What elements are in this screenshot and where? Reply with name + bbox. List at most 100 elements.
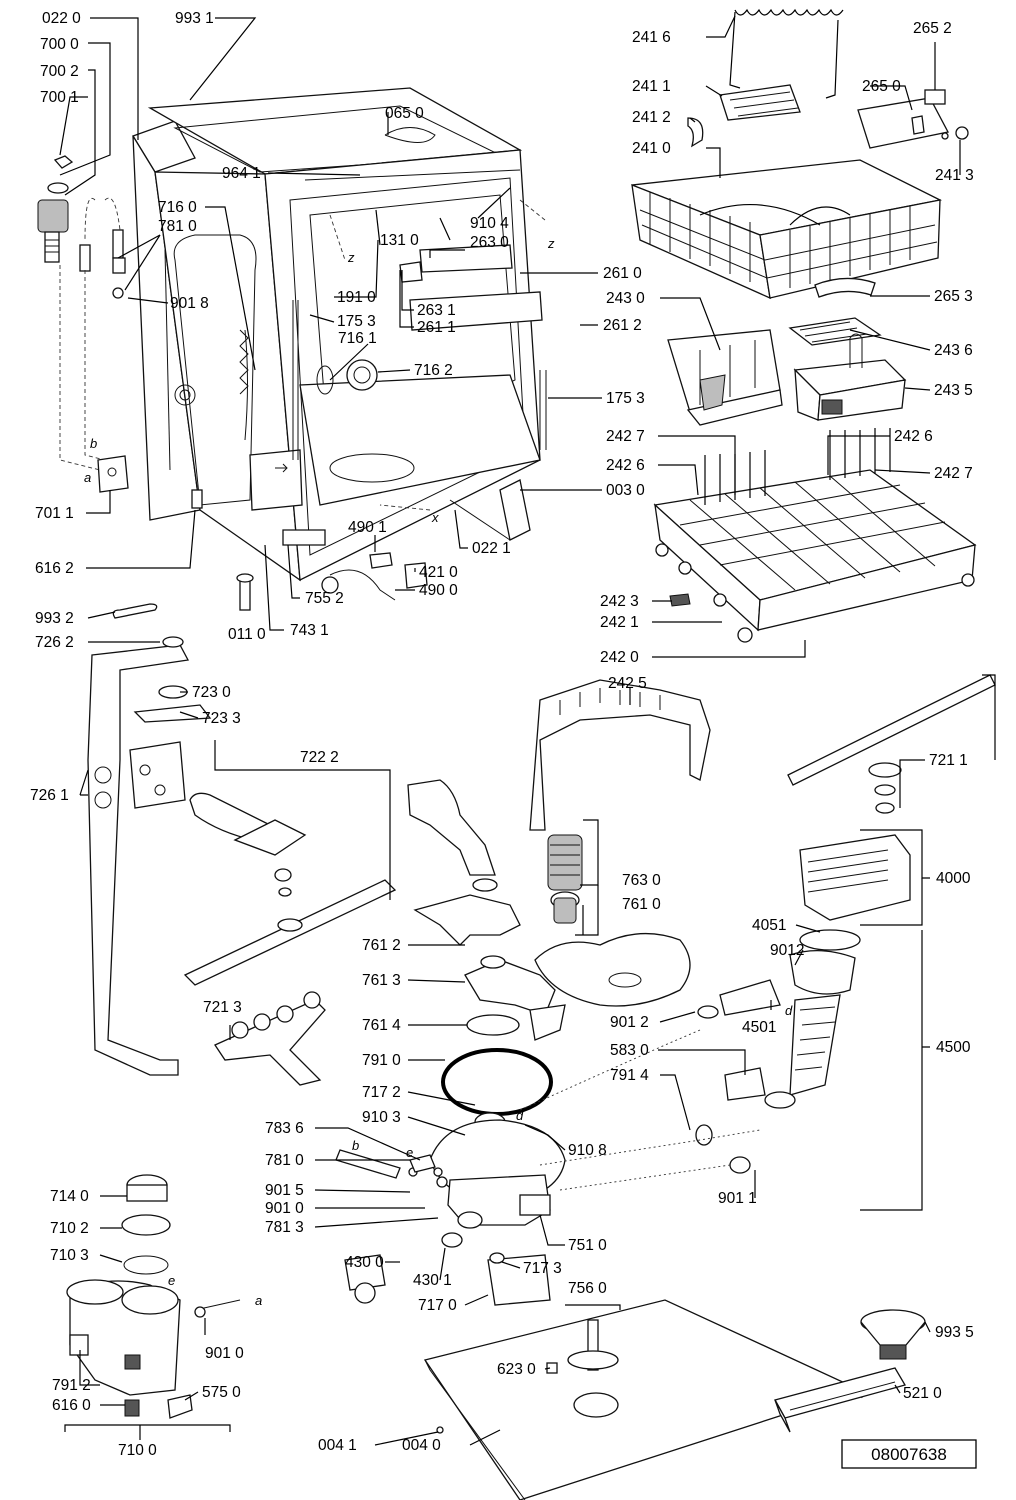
label-717-2: 717 2 (362, 1084, 401, 1101)
label-783-6: 783 6 (265, 1120, 304, 1137)
label-243-5: 243 5 (934, 382, 973, 399)
label-901-1: 901 1 (718, 1190, 757, 1207)
label-4500: 4500 (936, 1039, 971, 1056)
heater-housing-drawing (695, 834, 911, 1174)
lower-basket-drawing (653, 428, 977, 643)
label-003-0: 003 0 (606, 482, 645, 499)
label-716-2: 716 2 (414, 362, 453, 379)
label-755-2: 755 2 (305, 590, 344, 607)
letter-x: x (431, 510, 439, 525)
label-791-2: 791 2 (52, 1377, 91, 1394)
dashed-connectors (329, 199, 761, 1191)
label-242-5: 242 5 (608, 675, 647, 692)
spray-arm-holder-drawing (214, 991, 326, 1086)
label-004-0: 004 0 (402, 1437, 441, 1454)
label-700-2: 700 2 (40, 63, 79, 80)
label-781-3: 781 3 (265, 1219, 304, 1236)
label-265-2: 265 2 (913, 20, 952, 37)
label-065-0: 065 0 (385, 105, 424, 122)
label-242-7-b: 242 7 (934, 465, 973, 482)
label-901-0-b: 901 0 (205, 1345, 244, 1362)
label-131-0: 131 0 (380, 232, 419, 249)
label-241-2: 241 2 (632, 109, 671, 126)
label-700-0: 700 0 (40, 36, 79, 53)
label-901-0: 901 0 (265, 1200, 304, 1217)
label-9012-a: 9012 (770, 942, 804, 959)
salt-container-drawing (66, 1174, 241, 1419)
letter-markers: z z b a x d d b e e a (84, 236, 793, 1308)
label-261-0: 261 0 (603, 265, 642, 282)
label-242-3: 242 3 (600, 593, 639, 610)
label-761-4: 761 4 (362, 1017, 401, 1034)
label-4051: 4051 (752, 917, 786, 934)
label-242-6-a: 242 6 (894, 428, 933, 445)
sump-pump-drawing (335, 1048, 566, 1306)
inlet-valve-drawing (37, 155, 129, 493)
label-623-0: 623 0 (497, 1361, 536, 1378)
letter-d: d (785, 1003, 793, 1018)
label-241-1: 241 1 (632, 78, 671, 95)
label-710-0: 710 0 (118, 1442, 157, 1459)
label-710-2: 710 2 (50, 1220, 89, 1237)
label-265-0: 265 0 (862, 78, 901, 95)
label-191-0: 191 0 (337, 289, 376, 306)
label-717-3: 717 3 (523, 1260, 562, 1277)
label-910-3: 910 3 (362, 1109, 401, 1126)
lower-spray-arm-drawing (787, 674, 996, 814)
label-011-0: 011 0 (228, 626, 266, 643)
water-tube-drawing (407, 679, 711, 876)
label-726-1: 726 1 (30, 787, 69, 804)
upper-basket-drawing (631, 159, 943, 300)
letter-e: e (168, 1273, 175, 1288)
label-901-5: 901 5 (265, 1182, 304, 1199)
label-756-0: 756 0 (568, 1280, 607, 1297)
label-700-1: 700 1 (40, 89, 79, 106)
label-241-0: 241 0 (632, 140, 671, 157)
funnel-and-module-drawing (774, 1309, 926, 1433)
label-761-0: 761 0 (622, 896, 661, 913)
label-901-8: 901 8 (170, 295, 209, 312)
label-781-0: 781 0 (158, 218, 197, 235)
label-261-2: 261 2 (603, 317, 642, 334)
letter-e: e (406, 1145, 413, 1160)
label-993-5: 993 5 (935, 1324, 974, 1341)
label-4000: 4000 (936, 870, 971, 887)
reference-number: 08007638 (871, 1445, 947, 1464)
label-714-0: 714 0 (50, 1188, 89, 1205)
letter-z: z (547, 236, 555, 251)
label-716-0: 716 0 (158, 199, 197, 216)
label-751-0: 751 0 (568, 1237, 607, 1254)
label-723-3: 723 3 (202, 710, 241, 727)
label-726-2: 726 2 (35, 634, 74, 651)
label-616-0: 616 0 (52, 1397, 91, 1414)
small-parts-drawing (112, 489, 428, 619)
label-717-0: 717 0 (418, 1297, 457, 1314)
label-901-2: 901 2 (610, 1014, 649, 1031)
label-910-4: 910 4 (470, 215, 509, 232)
letter-a: a (255, 1293, 262, 1308)
cutlery-basket-drawing (667, 317, 907, 426)
reference-number-box: 08007638 (841, 1439, 977, 1469)
label-964-1: 964 1 (222, 165, 261, 182)
label-243-0: 243 0 (606, 290, 645, 307)
label-761-3: 761 3 (362, 972, 401, 989)
letter-b: b (352, 1138, 359, 1153)
label-490-1: 490 1 (348, 519, 387, 536)
label-521-0: 521 0 (903, 1385, 942, 1402)
letter-a: a (84, 470, 91, 485)
label-743-1: 743 1 (290, 622, 329, 639)
label-701-1: 701 1 (35, 505, 74, 522)
basket-accessories-drawing (687, 8, 969, 149)
tub-cabinet-drawing (132, 87, 547, 582)
label-242-1: 242 1 (600, 614, 639, 631)
label-761-2: 761 2 (362, 937, 401, 954)
part-labels: 022 0 993 1 700 0 700 2 700 1 065 0 964 … (30, 10, 974, 1459)
letter-b: b (90, 436, 97, 451)
filter-and-distribution-drawing (413, 834, 691, 1041)
label-781-0-b: 781 0 (265, 1152, 304, 1169)
label-791-0: 791 0 (362, 1052, 401, 1069)
label-265-3: 265 3 (934, 288, 973, 305)
label-261-1: 261 1 (417, 319, 456, 336)
label-242-6-b: 242 6 (606, 457, 645, 474)
